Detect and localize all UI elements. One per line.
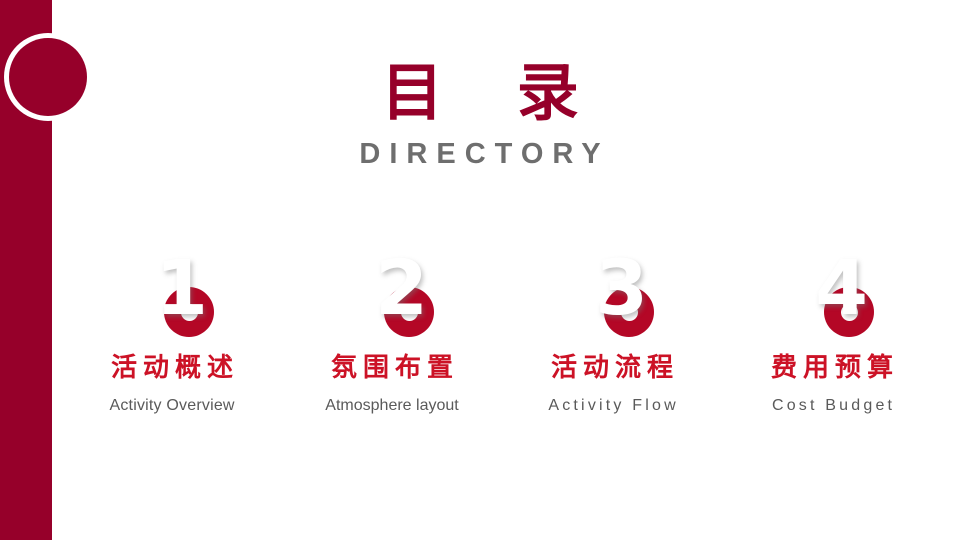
ring-circle-decoration xyxy=(9,38,87,116)
item-title-cn-3: 活动流程 xyxy=(550,353,679,383)
item-number-3: 3 xyxy=(595,243,648,332)
page-title-en: DIRECTORY xyxy=(359,138,610,170)
item-number-4: 4 xyxy=(815,243,868,332)
directory-items: 1 活动概述 Activity Overview 2 氛围布置 Atmosphe… xyxy=(62,250,942,415)
item-subtitle-en-2: Atmosphere layout xyxy=(325,396,459,414)
slide-title-block: 目 录 DIRECTORY xyxy=(0,62,960,171)
donut-icon xyxy=(824,287,874,337)
item-title-cn-2: 氛围布置 xyxy=(330,353,459,383)
item-number-2: 2 xyxy=(375,243,428,332)
item-graphic-2: 2 xyxy=(282,250,502,342)
item-graphic-3: 3 xyxy=(502,250,722,342)
item-number-1: 1 xyxy=(155,243,208,332)
item-subtitle-en-4: Cost Budget xyxy=(771,396,896,414)
item-title-cn-1: 活动概述 xyxy=(110,353,239,383)
directory-item-1[interactable]: 1 活动概述 Activity Overview xyxy=(62,250,282,415)
donut-icon xyxy=(384,287,434,337)
donut-icon xyxy=(604,287,654,337)
item-subtitle-en-3: Activity Flow xyxy=(548,396,679,414)
item-graphic-4: 4 xyxy=(722,250,942,342)
item-title-cn-4: 费用预算 xyxy=(770,353,899,383)
directory-item-4[interactable]: 4 费用预算 Cost Budget xyxy=(722,250,942,415)
item-graphic-1: 1 xyxy=(62,250,282,342)
item-subtitle-en-1: Activity Overview xyxy=(109,396,235,414)
donut-icon xyxy=(164,287,214,337)
directory-item-2[interactable]: 2 氛围布置 Atmosphere layout xyxy=(282,250,502,415)
page-title-cn: 目 录 xyxy=(381,56,605,129)
directory-item-3[interactable]: 3 活动流程 Activity Flow xyxy=(502,250,722,415)
